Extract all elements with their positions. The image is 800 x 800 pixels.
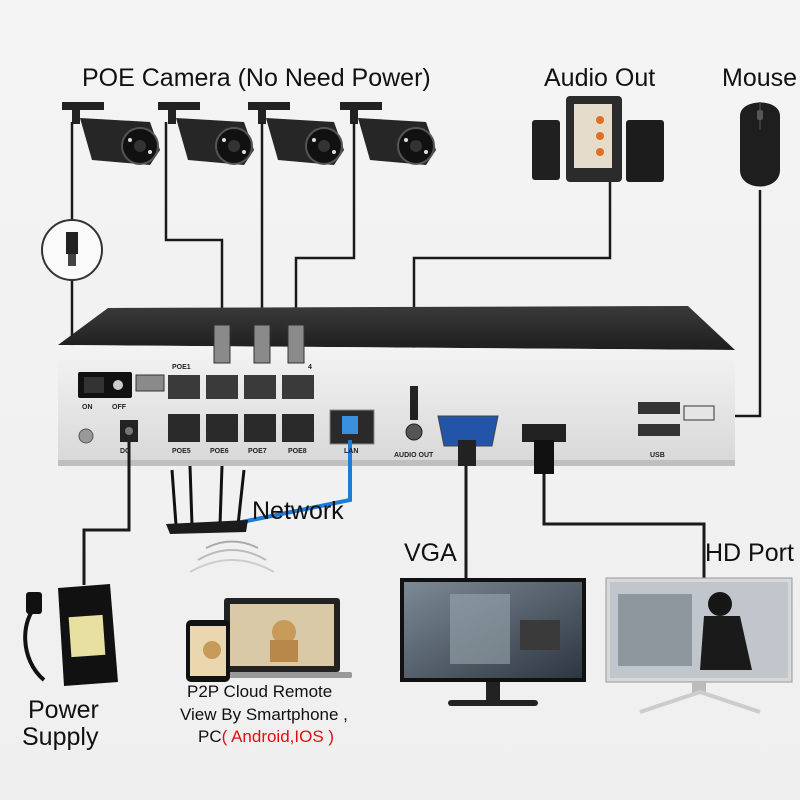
hdmi-port	[522, 424, 566, 442]
hd-monitor-icon	[605, 577, 793, 714]
power-supply-label-line1: Power	[28, 696, 99, 724]
power-supply-label-line2: Supply	[22, 723, 99, 751]
camera-cables	[70, 122, 356, 382]
connector-zoom-icon	[41, 219, 103, 281]
poe6-label: POE6	[210, 448, 229, 455]
power-cable	[82, 442, 131, 585]
p2p-line-3: PC( Android,IOS )	[198, 727, 334, 747]
speaker-icon	[532, 96, 664, 182]
laptop-phone-icon	[186, 598, 352, 682]
power-adapter-icon	[23, 584, 118, 686]
p2p-line-1: P2P Cloud Remote	[187, 682, 333, 701]
hdmi-cable	[542, 474, 706, 580]
poe-camera-label: POE Camera (No Need Power)	[82, 64, 431, 92]
usb-ports	[638, 402, 715, 436]
p2p-line-2: View By Smartphone ,	[180, 705, 348, 724]
on-label: ON	[82, 404, 93, 411]
router-icon	[166, 465, 275, 573]
camera-plugs	[135, 324, 305, 392]
p2p-os-text: ( Android,IOS )	[221, 727, 335, 746]
poe4-label: 4	[308, 364, 312, 371]
audio-out-port	[405, 423, 423, 441]
p2p-pc-text: PC	[198, 727, 222, 746]
audio-out-label: Audio Out	[544, 64, 656, 92]
power-switch	[78, 372, 132, 398]
lan-label: LAN	[344, 448, 359, 455]
poe-camera-3-icon	[248, 102, 344, 165]
poe-ports-top	[168, 375, 314, 399]
vga-label: VGA	[404, 539, 457, 567]
poe-ports-bottom	[168, 414, 314, 442]
poe-camera-2-icon	[158, 102, 254, 165]
ground-screw-icon	[78, 428, 94, 444]
vga-monitor-icon	[400, 578, 586, 706]
lan-cable	[231, 440, 352, 526]
off-label: OFF	[112, 404, 126, 411]
poe1-label: POE1	[172, 364, 191, 371]
poe-camera-4-icon	[340, 102, 436, 165]
poe8-label: POE8	[288, 448, 307, 455]
poe-camera-1-icon	[62, 102, 160, 165]
dc-label: DC	[120, 448, 131, 455]
poe7-label: POE7	[248, 448, 267, 455]
hd-port-label: HD Port	[705, 539, 794, 567]
network-label: Network	[252, 497, 344, 525]
vga-port	[437, 415, 499, 447]
poe5-label: POE5	[172, 448, 191, 455]
mouse-label: Mouse	[722, 64, 798, 92]
usb-label: USB	[650, 452, 665, 459]
mouse-icon	[740, 102, 780, 187]
audio-out-port-label: AUDIO OUT	[394, 452, 434, 459]
